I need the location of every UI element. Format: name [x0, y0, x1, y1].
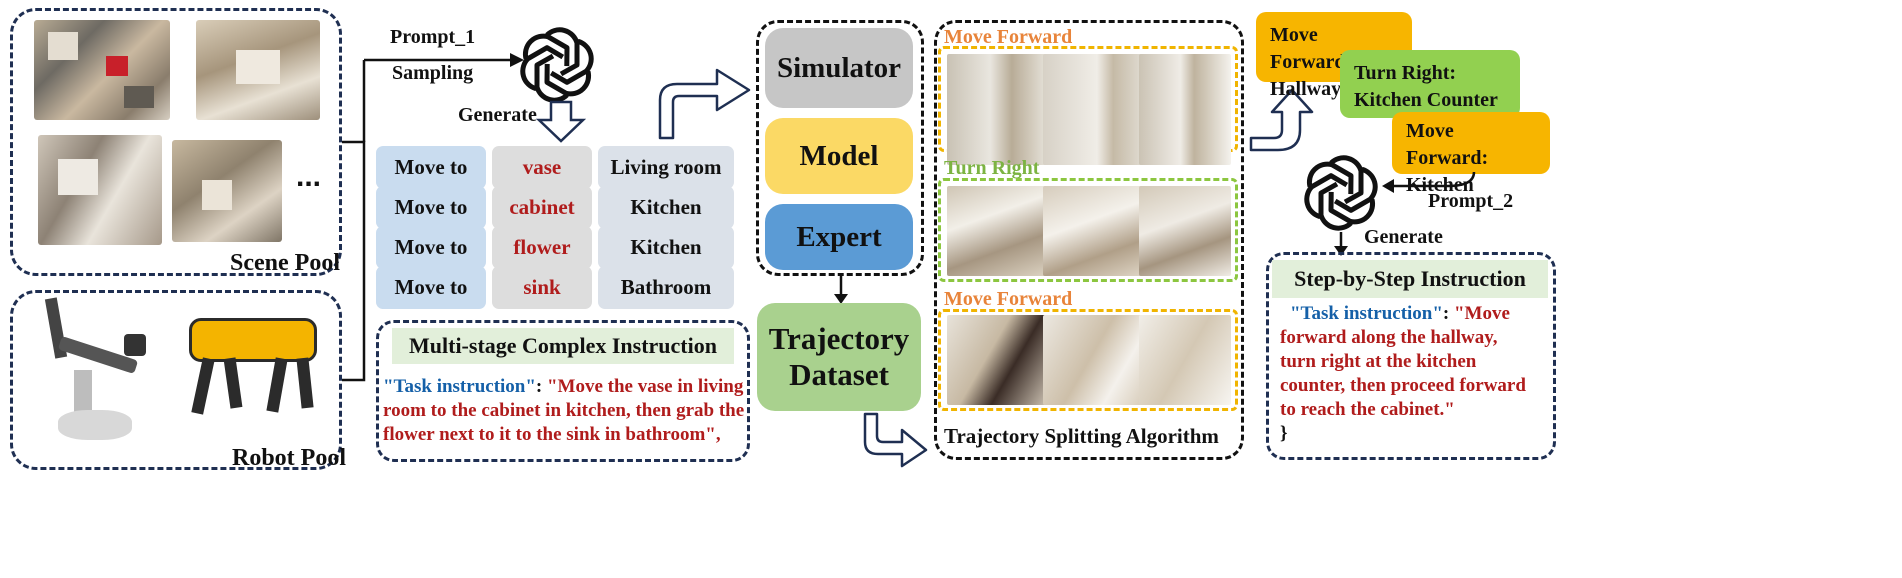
generate-label-1: Generate	[458, 104, 537, 126]
complex-instruction-box	[376, 320, 750, 462]
trajectory-dataset-line-2: Dataset	[789, 357, 889, 392]
step-card-line-1: Move Forward:	[1406, 120, 1489, 169]
segment-label-turn-right: Turn Right	[944, 157, 1040, 179]
stages-to-dataset-arrow	[834, 276, 848, 304]
scene-pool-ellipsis: ...	[296, 160, 322, 193]
task-object-cell: cabinet	[492, 186, 592, 229]
generate-label-2: Generate	[1364, 226, 1443, 248]
kitchen-frame	[1043, 186, 1151, 276]
step-instruction-line-1: "Move	[1454, 303, 1510, 324]
living-room-frame	[1139, 315, 1231, 405]
complex-instruction-line-3: flower next to it to the sink in bathroo…	[383, 424, 721, 445]
sampling-label: Sampling	[392, 62, 474, 84]
step-card-line-1: Turn Right:	[1354, 62, 1457, 84]
step-card-line-2: Kitchen Counter	[1354, 89, 1498, 111]
robot-pool-box	[10, 290, 342, 470]
step-card-line-1: Move Forward:	[1270, 24, 1353, 73]
openai-logo-icon	[520, 27, 594, 103]
scene-floorplan-4	[172, 140, 282, 242]
living-room-frame	[947, 315, 1055, 405]
task-object-cell: sink	[492, 266, 592, 309]
step-instruction-line-5: to reach the cabinet."	[1280, 399, 1455, 420]
task-location-cell: Kitchen	[598, 186, 734, 229]
task-object-cell: flower	[492, 226, 592, 269]
prompt-1-label: Prompt_1	[390, 26, 476, 48]
task-location-cell: Living room	[598, 146, 734, 189]
task-action-cell: Move to	[376, 146, 486, 189]
scene-pool-label: Scene Pool	[230, 250, 340, 276]
scene-floorplan-3	[38, 135, 162, 245]
step-instruction-box	[1266, 252, 1556, 460]
step-card-move-forward-kitchen: Move Forward: Kitchen	[1392, 112, 1550, 196]
hallway-frame	[1043, 54, 1151, 165]
step-card-line-2: Hallway	[1270, 78, 1342, 100]
robot-pool-label: Robot Pool	[232, 445, 346, 471]
trajectory-splitting-box	[934, 20, 1244, 460]
step-instruction-title: Step-by-Step Instruction	[1272, 260, 1548, 298]
living-room-frame	[1043, 315, 1151, 405]
pool-connector-lines	[342, 53, 524, 382]
scene-pool-box	[10, 8, 342, 276]
steps-to-gpt-arrow	[1382, 171, 1476, 193]
dataset-to-splitting-arrow	[863, 412, 928, 468]
prompt-2-label: Prompt_2	[1428, 190, 1514, 212]
scene-floorplan-2	[196, 20, 320, 120]
trajectory-dataset-box: Trajectory Dataset	[757, 303, 921, 411]
task-object-cell: vase	[492, 146, 592, 189]
complex-instruction-text: "Task instruction": "Move the vase in li…	[383, 375, 745, 447]
scene-floorplan-1	[34, 20, 170, 120]
table-to-stages-arrow	[658, 68, 751, 140]
trajectory-splitting-title: Trajectory Splitting Algorithm	[944, 424, 1219, 448]
task-location-cell: Bathroom	[598, 266, 734, 309]
step-instruction-line-3: turn right at the kitchen	[1280, 351, 1477, 372]
robot-arm-illustration	[40, 297, 150, 440]
pipeline-stages-box	[756, 20, 924, 276]
step-instruction-key: "Task instruction"	[1290, 303, 1443, 324]
openai-logo-icon-2	[1304, 155, 1378, 231]
task-action-cell: Move to	[376, 226, 486, 269]
complex-instruction-colon: :	[535, 376, 547, 397]
down-hollow-arrow-icon	[536, 100, 586, 143]
task-location-cell: Kitchen	[598, 226, 734, 269]
segment-label-move-forward: Move Forward	[944, 26, 1073, 48]
robot-dog-illustration	[175, 312, 325, 422]
step-instruction-text: "Task instruction": "Move forward along …	[1280, 302, 1550, 446]
gpt-to-instruction-arrow	[1334, 232, 1348, 256]
task-action-cell: Move to	[376, 186, 486, 229]
complex-instruction-key: "Task instruction"	[383, 376, 536, 397]
step-instruction-line-4: counter, then proceed forward	[1280, 375, 1526, 396]
step-card-turn-right-counter: Turn Right: Kitchen Counter	[1340, 50, 1520, 118]
hallway-frame	[1139, 54, 1231, 165]
model-box: Model	[765, 118, 913, 194]
kitchen-frame	[947, 186, 1055, 276]
trajectory-dataset-line-1: Trajectory	[768, 321, 910, 356]
simulator-box: Simulator	[765, 28, 913, 108]
segment-box-turn-right	[938, 178, 1238, 282]
expert-box: Expert	[765, 204, 913, 270]
segment-box-move-forward-2	[938, 309, 1238, 411]
kitchen-frame	[1139, 186, 1231, 276]
step-instruction-colon: :	[1442, 303, 1454, 324]
hallway-frame	[947, 54, 1055, 165]
step-instruction-line-2: forward along the hallway,	[1280, 327, 1498, 348]
complex-instruction-title: Multi-stage Complex Instruction	[392, 328, 734, 364]
segment-label-move-forward-2: Move Forward	[944, 288, 1073, 310]
splitting-to-steps-arrow	[1249, 88, 1314, 152]
step-instruction-close-brace: }	[1280, 423, 1288, 444]
complex-instruction-line-2: room to the cabinet in kitchen, then gra…	[383, 400, 745, 421]
complex-instruction-line-1: "Move the vase in living	[547, 376, 744, 397]
task-action-cell: Move to	[376, 266, 486, 309]
